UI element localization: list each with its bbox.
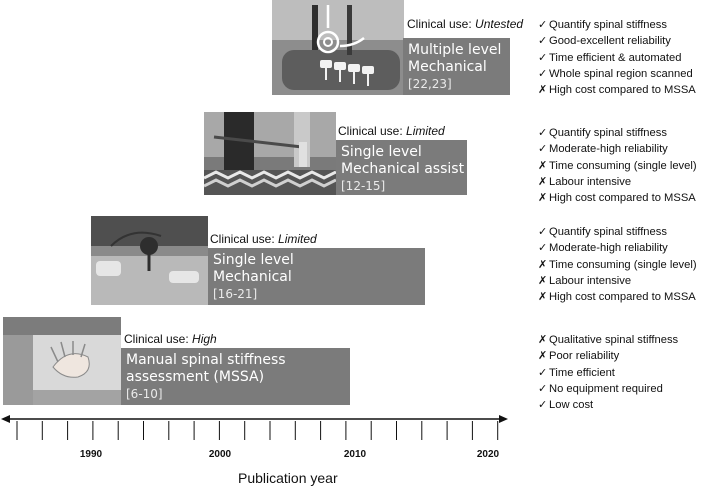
feature-list-single-level-mechanical: ✓Quantify spinal stiffness ✓Moderate-hig… — [538, 224, 697, 305]
feature-item: ✓Quantify spinal stiffness — [538, 127, 667, 139]
feature-item: ✓Moderate-high reliability — [538, 143, 668, 156]
feature-list-manual: ✗Qualitative spinal stiffness ✗Poor reli… — [538, 332, 678, 413]
tier-label-manual: Manual spinal stiffness assessment (MSSA… — [121, 348, 350, 405]
feature-item: ✗High cost compared to MSSA — [538, 192, 696, 205]
tier-refs: [16-21] — [213, 287, 258, 302]
tick-label-2020: 2020 — [476, 449, 500, 460]
tier-label-single-level-mechanical: Single level Mechanical [16-21] — [208, 248, 425, 305]
tier-title-line1: Multiple level — [408, 42, 502, 58]
feature-item: ✓Quantify spinal stiffness — [538, 19, 667, 31]
feature-item: ✗Qualitative spinal stiffness — [538, 334, 679, 346]
tier-title-line1: Manual spinal stiffness — [126, 352, 286, 368]
clinical-use-single-level-mechanical: Clinical use: Limited — [210, 232, 317, 246]
tier-refs: [12-15] — [341, 179, 386, 194]
feature-item: ✗High cost compared to MSSA — [538, 291, 696, 304]
photo-single-level-assist-device — [204, 112, 336, 195]
feature-item: ✗Time consuming (single level) — [538, 258, 697, 271]
feature-item: ✓Time efficient & automated — [538, 51, 682, 64]
tier-refs: [22,23] — [408, 77, 452, 92]
tier-label-single-level-assist: Single level Mechanical assist [12-15] — [336, 140, 467, 195]
photo-manual-assessment — [3, 317, 121, 405]
clinical-use-manual: Clinical use: High — [124, 332, 217, 346]
photo-multiple-level-device — [272, 0, 404, 95]
feature-item: ✗Time consuming (single level) — [538, 159, 697, 172]
feature-item: ✓No equipment required — [538, 382, 663, 395]
tier-title-line2: Mechanical — [213, 269, 292, 286]
feature-item: ✗Labour intensive — [538, 175, 632, 188]
tier-title-line1: Single level — [213, 252, 294, 268]
feature-item: ✓Moderate-high reliability — [538, 242, 668, 255]
timeline-axis-line — [1, 415, 508, 440]
timeline-axis: 1990 2000 2010 2020 Publication year — [0, 410, 709, 488]
clinical-use-single-level-assist: Clinical use: Limited — [338, 124, 445, 138]
tick-label-1990: 1990 — [79, 449, 103, 460]
feature-item: ✗High cost compared to MSSA — [538, 84, 696, 97]
feature-item: ✓Whole spinal region scanned — [538, 67, 693, 80]
tier-title-line2: Mechanical assist — [341, 161, 465, 178]
clinical-use-multiple-level: Clinical use: Untested — [407, 17, 524, 31]
feature-item: ✓Quantify spinal stiffness — [538, 226, 667, 238]
tier-title-line1: Single level — [341, 144, 422, 160]
feature-item: ✗Labour intensive — [538, 274, 632, 287]
axis-title: Publication year — [238, 470, 338, 486]
photo-single-level-mechanical-device — [91, 216, 208, 305]
feature-list-single-level-assist: ✓Quantify spinal stiffness ✓Moderate-hig… — [538, 125, 697, 206]
tick-label-2010: 2010 — [343, 449, 367, 460]
feature-list-multiple-level: ✓Quantify spinal stiffness ✓Good-excelle… — [538, 17, 696, 98]
tier-label-multiple-level: Multiple level Mechanical [22,23] — [403, 38, 510, 95]
tier-title-line2: assessment (MSSA) — [126, 369, 265, 386]
tick-label-2000: 2000 — [208, 449, 232, 460]
feature-item: ✓Low cost — [538, 399, 594, 412]
feature-item: ✓Good-excellent reliability — [538, 35, 671, 48]
tier-title-line2: Mechanical — [408, 59, 487, 76]
feature-item: ✓Time efficient — [538, 366, 615, 379]
feature-item: ✗Poor reliability — [538, 350, 620, 363]
tier-refs: [6-10] — [126, 387, 163, 402]
